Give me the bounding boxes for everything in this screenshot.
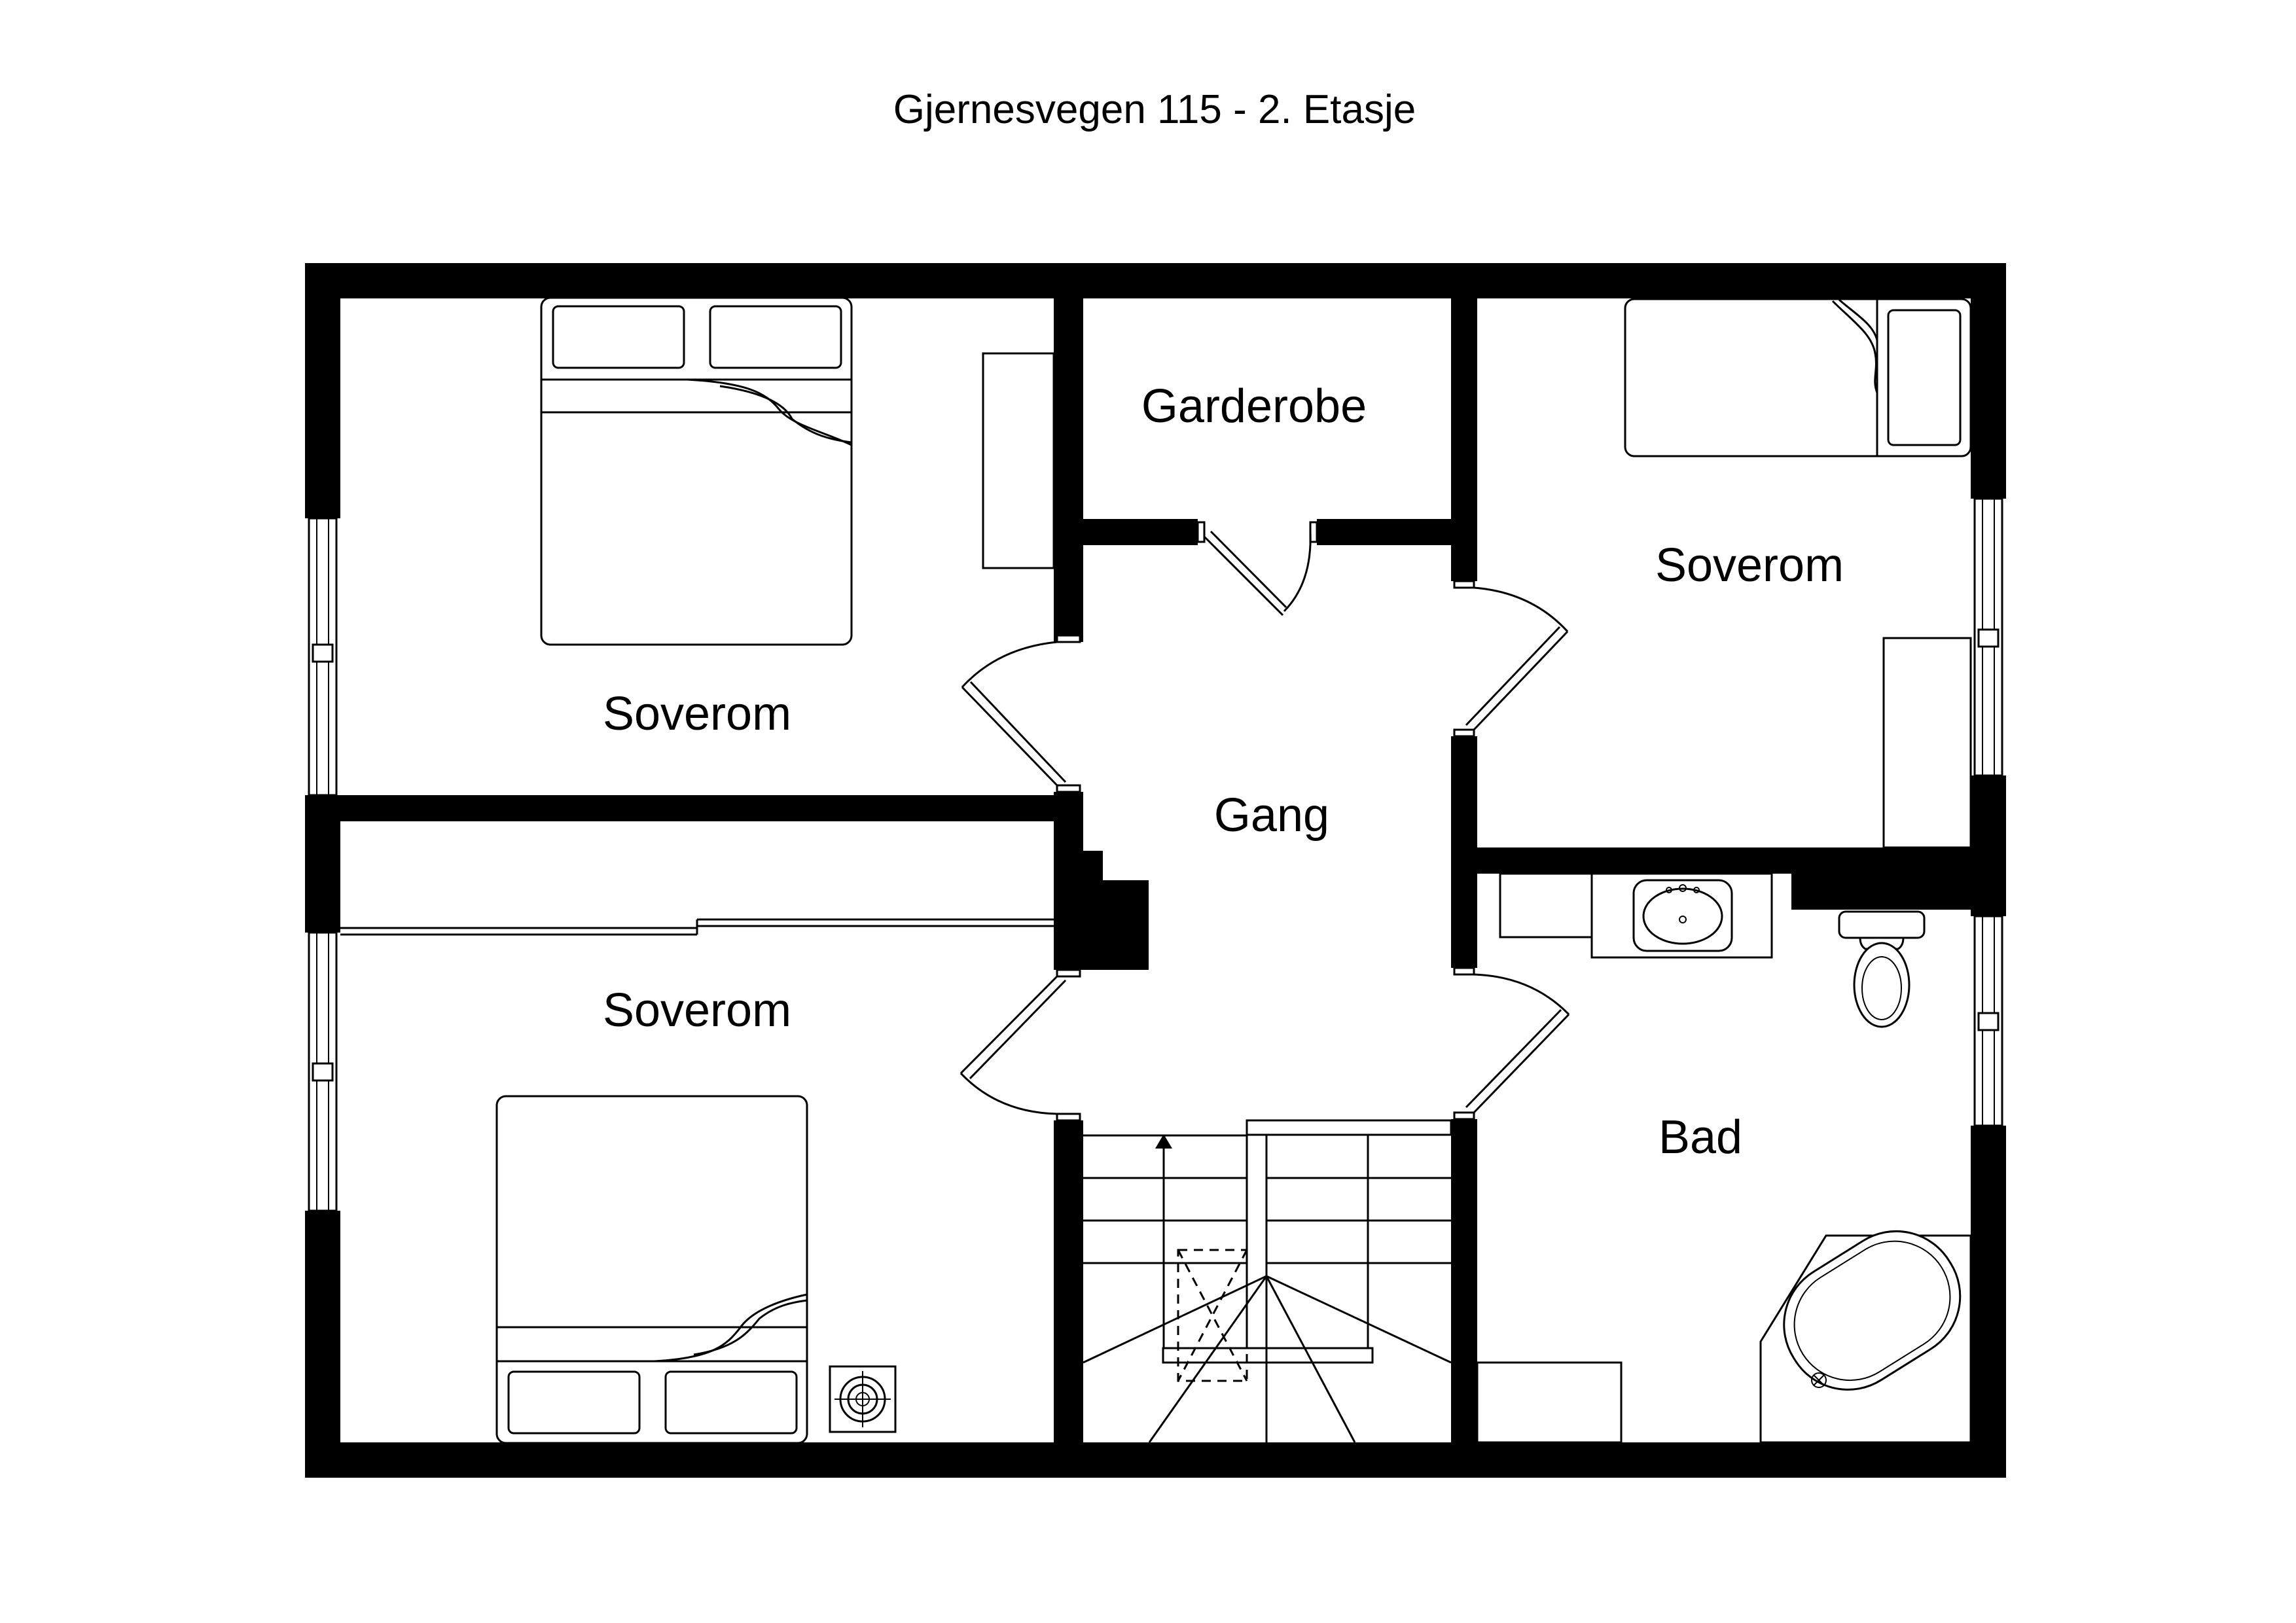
double-bed-top-left — [540, 296, 853, 646]
window-right-upper — [1973, 497, 2003, 777]
bathtub-icon — [1759, 1230, 1972, 1444]
toilet-icon — [1838, 910, 1926, 1028]
door-bedroom-right — [1453, 580, 1569, 738]
room-label-hallway: Gang — [1214, 789, 1329, 842]
bath-cabinet — [1476, 1361, 1623, 1444]
interior-walls — [340, 298, 1971, 1442]
room-label-bathroom: Bad — [1659, 1111, 1742, 1164]
window-right-lower — [1973, 915, 2003, 1127]
door-bathroom — [1453, 967, 1570, 1120]
windows — [308, 497, 2003, 1212]
exterior-walls — [305, 263, 2006, 1478]
room-label-bedroom-right: Soverom — [1655, 539, 1844, 592]
door-bedroom-bottom-left — [960, 969, 1081, 1122]
heater-icon — [829, 1365, 897, 1433]
door-bedroom-top-left — [961, 634, 1081, 793]
double-bed-bottom-left — [495, 1095, 808, 1444]
wardrobe-sliding — [340, 918, 1054, 936]
window-left-lower — [308, 931, 338, 1212]
staircase — [1083, 1119, 1452, 1443]
desk-right — [1882, 637, 1972, 849]
door-garderobe — [1196, 521, 1318, 616]
plan-title: Gjernesvegen 115 - 2. Etasje — [893, 87, 1416, 132]
room-label-bedroom-bottom-left: Soverom — [603, 984, 791, 1037]
window-left-upper — [308, 517, 338, 796]
room-label-wardrobe: Garderobe — [1141, 380, 1367, 433]
single-bed-right — [1624, 298, 1972, 457]
desk-top-left — [982, 352, 1055, 569]
sink-icon — [1632, 879, 1733, 952]
room-label-bedroom-top-left: Soverom — [603, 688, 791, 740]
doors — [960, 521, 1570, 1122]
